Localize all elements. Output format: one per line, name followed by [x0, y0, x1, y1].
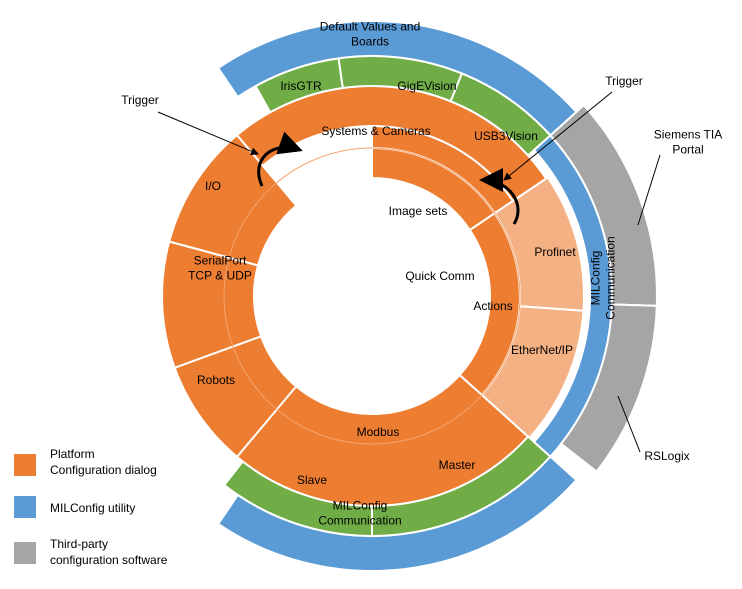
- segment-milconfig-comm-bottom: [216, 455, 578, 573]
- callout-line-siemens-tia: [637, 154, 661, 226]
- callout-line-rslogix: [617, 395, 641, 453]
- callout-label-trigger-right: Trigger: [605, 74, 643, 88]
- legend-label-milconfig: MILConfig utility: [50, 501, 136, 515]
- legend-swatch-platform: [14, 454, 36, 476]
- trigger-loop-arrow-left: [257, 131, 303, 187]
- segment-rslogix: [559, 303, 658, 473]
- callout-label-trigger-left: Trigger: [121, 93, 159, 107]
- label-usb3vision: USB3Vision: [474, 129, 538, 143]
- label-milconfig-comm-right: MILConfigCommunication: [589, 236, 618, 319]
- label-modbus: Modbus: [357, 425, 400, 439]
- callout-line-trigger-left: [157, 111, 259, 155]
- label-master: Master: [439, 458, 476, 472]
- label-systems-cameras: Systems & Cameras: [321, 124, 430, 138]
- label-gigevision: GigEVision: [397, 79, 456, 93]
- legend-item-platform: Platform Configuration dialog: [14, 446, 234, 486]
- callout-lines-layer: [157, 91, 661, 453]
- trigger-loop-arrow-right: [479, 168, 520, 225]
- inner-ring-guide: [223, 147, 521, 445]
- label-irisgtr: IrisGTR: [280, 79, 322, 93]
- segment-io: [167, 133, 298, 267]
- label-io: I/O: [205, 179, 221, 193]
- label-quick-comm: Quick Comm: [405, 269, 474, 283]
- legend-swatch-third-party: [14, 542, 36, 564]
- segments-layer: [161, 19, 658, 573]
- label-slave: Slave: [297, 473, 327, 487]
- label-ethernet-ip: EtherNet/IP: [511, 343, 573, 357]
- label-actions: Actions: [473, 299, 512, 313]
- callout-line-trigger-right: [503, 91, 613, 181]
- label-robots: Robots: [197, 373, 235, 387]
- segment-serialport: [161, 240, 263, 370]
- legend-swatch-milconfig: [14, 496, 36, 518]
- label-rslogix: RSLogix: [644, 449, 689, 463]
- legend-label-platform: Platform Configuration dialog: [50, 447, 157, 477]
- label-profinet: Profinet: [534, 245, 576, 259]
- label-image-sets: Image sets: [389, 204, 448, 218]
- legend-item-milconfig: MILConfig utility: [14, 496, 234, 536]
- legend-item-third-party: Third-party configuration software: [14, 536, 234, 576]
- legend-label-third-party: Third-party configuration software: [50, 537, 168, 567]
